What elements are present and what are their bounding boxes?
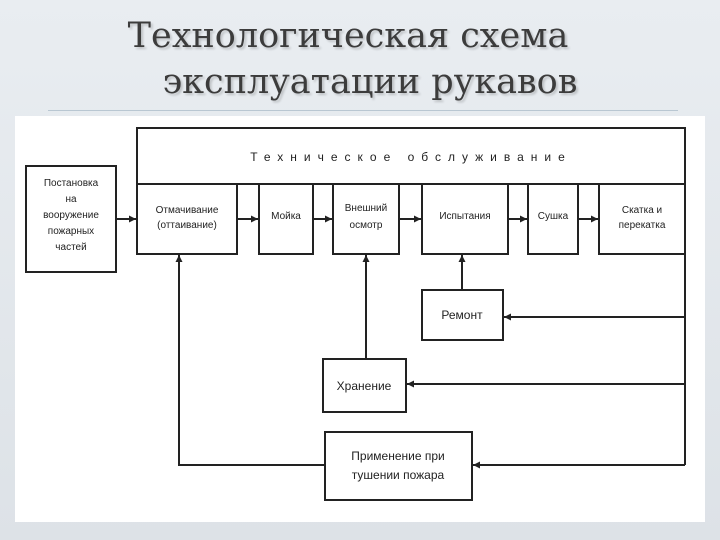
step-rolling-label-1: Скатка и — [622, 205, 662, 216]
slide-title-line-1: Технологическая схема — [127, 16, 569, 56]
step-soaking-label-1: Отмачивание — [156, 205, 219, 216]
storage-label: Хранение — [337, 379, 392, 393]
slide-title-line-2: эксплуатации рукавов — [162, 62, 578, 102]
step-drying-box: Сушка — [527, 183, 579, 255]
step-rolling-label-2: перекатка — [619, 220, 666, 231]
maintenance-header-label: Техническое обслуживание — [250, 150, 572, 164]
step-washing-box: Мойка — [258, 183, 314, 255]
step-washing-label: Мойка — [271, 211, 301, 222]
commissioning-label-4: пожарных — [48, 226, 94, 237]
step-testing-label: Испытания — [439, 211, 490, 222]
diagram-panel: Техническое обслуживание Постановка на в… — [15, 116, 705, 522]
step-soaking-label-2: (оттаивание) — [157, 220, 217, 231]
commissioning-label-1: Постановка — [44, 178, 99, 189]
step-soaking-box: Отмачивание (оттаивание) — [136, 183, 238, 255]
commissioning-label-3: вооружение — [43, 210, 99, 221]
commissioning-label-2: на — [65, 194, 77, 205]
commissioning-box: Постановка на вооружение пожарных частей — [25, 165, 117, 273]
arrow-usage-to-soaking — [175, 255, 325, 466]
usage-label-1: Применение при — [351, 449, 444, 463]
step-inspection-box: Внешний осмотр — [332, 183, 400, 255]
commissioning-label-5: частей — [55, 242, 86, 253]
step-rolling-box: Скатка и перекатка — [598, 183, 686, 255]
maintenance-header-box: Техническое обслуживание — [136, 127, 686, 185]
step-inspection-label-2: осмотр — [350, 220, 383, 231]
title-divider — [48, 110, 678, 111]
repair-box: Ремонт — [421, 289, 504, 341]
usage-label-2: тушении пожара — [352, 468, 445, 482]
storage-box: Хранение — [322, 358, 407, 413]
repair-label: Ремонт — [441, 308, 483, 322]
step-drying-label: Сушка — [538, 211, 569, 222]
operation-flow-diagram: Техническое обслуживание Постановка на в… — [25, 127, 686, 501]
usage-box: Применение при тушении пожара — [324, 431, 473, 501]
step-inspection-label-1: Внешний — [345, 203, 387, 214]
step-testing-box: Испытания — [421, 183, 509, 255]
